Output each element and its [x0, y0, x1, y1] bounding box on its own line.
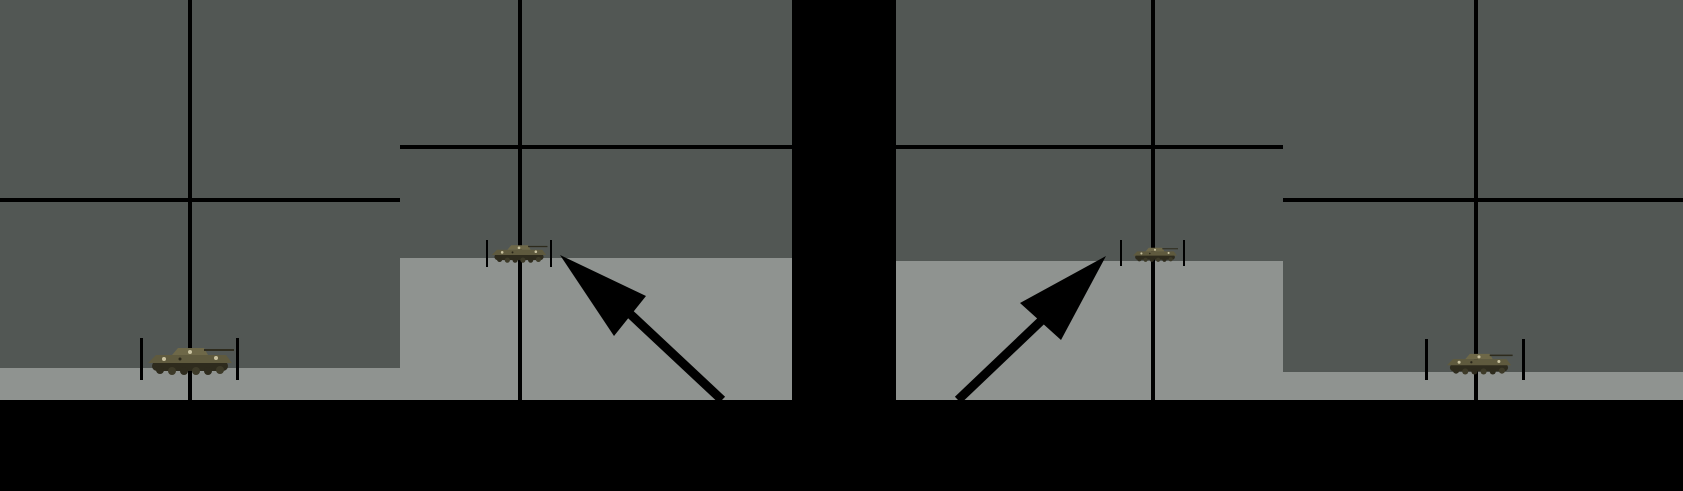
reticle-horizontal-line	[400, 145, 792, 149]
range-mark-left	[140, 338, 143, 380]
reticle-vertical-line	[518, 0, 522, 400]
panel-divider	[792, 0, 896, 400]
range-mark-right	[236, 338, 239, 380]
ground	[896, 261, 1283, 400]
range-mark-right	[1522, 339, 1525, 380]
tank-icon	[1446, 353, 1513, 375]
tank-icon	[491, 245, 548, 263]
reticle-horizontal-line	[0, 198, 400, 202]
sky	[400, 0, 792, 258]
reticle-vertical-line	[1151, 0, 1155, 400]
tank-icon	[1133, 247, 1178, 262]
left-distant-view	[400, 0, 792, 400]
reticle-horizontal-line	[1283, 198, 1683, 202]
right-distant-view	[896, 0, 1283, 400]
left-closeup-view	[0, 0, 400, 400]
tank-icon	[148, 348, 234, 375]
range-mark-left	[1425, 339, 1428, 380]
ground	[400, 258, 792, 400]
range-mark-right	[550, 240, 552, 267]
right-closeup-view	[1283, 0, 1683, 400]
sky	[0, 0, 400, 368]
range-mark-left	[1120, 240, 1122, 266]
ground	[1283, 372, 1683, 400]
bottom-bar	[0, 400, 1683, 491]
ground	[0, 368, 400, 400]
reticle-horizontal-line	[896, 145, 1283, 149]
range-mark-right	[1183, 240, 1185, 266]
sky	[896, 0, 1283, 261]
sky	[1283, 0, 1683, 372]
range-mark-left	[486, 240, 488, 267]
